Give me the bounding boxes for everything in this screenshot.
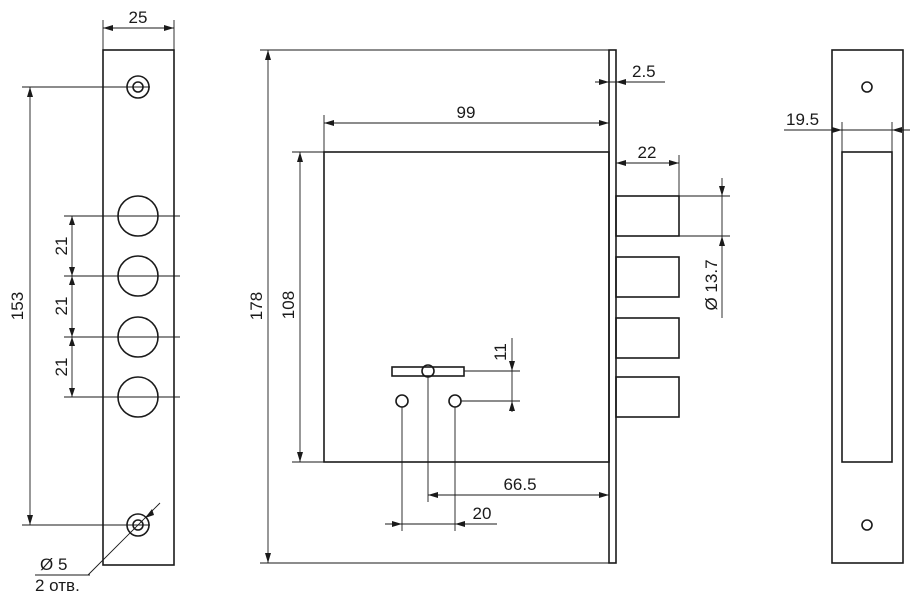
bolt-1 (615, 195, 680, 237)
bolt-3 (615, 317, 680, 359)
lock-body-view: 178 108 99 2.5 22 Ø 13.7 (247, 49, 730, 564)
overall-height-label: 178 (247, 292, 266, 320)
keyhole-slot (391, 366, 465, 377)
body-height-label: 108 (279, 291, 298, 319)
strike-plate-outline (831, 49, 904, 564)
strike-plate-view: 19.5 (784, 49, 910, 564)
faceplate-thickness-label: 2.5 (632, 62, 656, 81)
keyhole-offset-label: 11 (491, 343, 510, 361)
hole-span-label: 153 (8, 292, 27, 320)
bolt-pitch-2-label: 21 (52, 297, 71, 316)
mount-hole-count-label: 2 отв. (35, 576, 80, 595)
faceplate-outline (102, 49, 175, 566)
body-screw-hole-right (448, 394, 462, 408)
strike-bottom-hole (861, 519, 873, 531)
backset-label: 66.5 (503, 475, 536, 494)
mount-hole-dia-label: Ø 5 (40, 555, 67, 574)
bolt-dia-label: Ø 13.7 (702, 259, 721, 310)
lock-body-outline (323, 151, 610, 463)
bolt-throw-label: 22 (638, 143, 657, 162)
body-width-label: 99 (457, 103, 476, 122)
bolt-pitch-3-label: 21 (52, 358, 71, 377)
bolt-pitch-1-label: 21 (52, 237, 71, 256)
strike-plate-opening (841, 151, 893, 463)
bolt-4 (615, 376, 680, 418)
side-faceplate (608, 49, 617, 564)
bolt-2 (615, 256, 680, 298)
keyhole-spacing-label: 20 (473, 504, 492, 523)
faceplate-width-label: 25 (129, 8, 148, 27)
faceplate-view: 25 153 21 21 21 Ø 5 2 отв. (8, 8, 180, 595)
body-screw-hole-left (395, 394, 409, 408)
strike-top-hole (861, 81, 873, 93)
strike-offset-label: 19.5 (786, 110, 819, 129)
